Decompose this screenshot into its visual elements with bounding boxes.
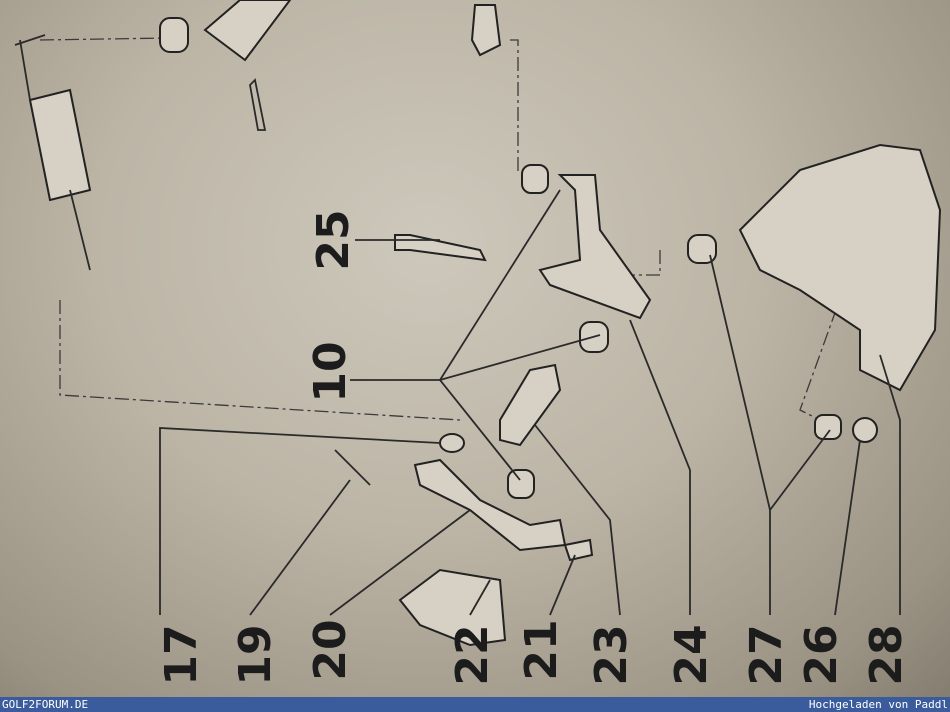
part-label-24: 24 (666, 624, 717, 685)
footer-bar: GOLF2FORUM.DE Hochgeladen von Paddl (0, 697, 950, 712)
washer-part (439, 433, 465, 453)
clip-part (334, 449, 371, 486)
ball-cap-part (470, 4, 502, 57)
bush-part (159, 17, 189, 53)
nut-part (563, 538, 594, 562)
parts-diagram-photo: 25 10 17 19 20 22 21 23 24 27 26 28 (0, 0, 950, 697)
part-label-10: 10 (305, 341, 356, 402)
part-label-27: 27 (741, 624, 792, 685)
lever-part (538, 174, 652, 320)
part-label-17: 17 (156, 624, 207, 685)
damper-part (14, 34, 92, 271)
bush-part (687, 234, 717, 264)
part-label-19: 19 (230, 624, 281, 685)
part-label-26: 26 (796, 624, 847, 685)
bracket-part (203, 0, 292, 62)
part-label-23: 23 (586, 624, 637, 685)
bush-part (814, 414, 842, 440)
part-label-20: 20 (305, 619, 356, 680)
link-rod-part (499, 363, 562, 447)
uploader-credit: Hochgeladen von Paddl (808, 698, 948, 711)
part-label-28: 28 (861, 624, 912, 685)
housing-part (398, 568, 507, 647)
bush-part (521, 164, 549, 194)
part-label-22: 22 (447, 624, 498, 685)
bolt-part (394, 234, 487, 262)
pedal-bracket-part (738, 143, 942, 392)
bush-part (507, 469, 535, 499)
site-name[interactable]: GOLF2FORUM.DE (2, 698, 89, 711)
part-label-25: 25 (308, 209, 359, 270)
clip-part (249, 78, 267, 131)
nut-part (852, 417, 878, 443)
part-label-21: 21 (516, 619, 567, 680)
shift-lever-part (413, 458, 567, 552)
parts-diagram: 25 10 17 19 20 22 21 23 24 27 26 28 (14, 0, 942, 686)
